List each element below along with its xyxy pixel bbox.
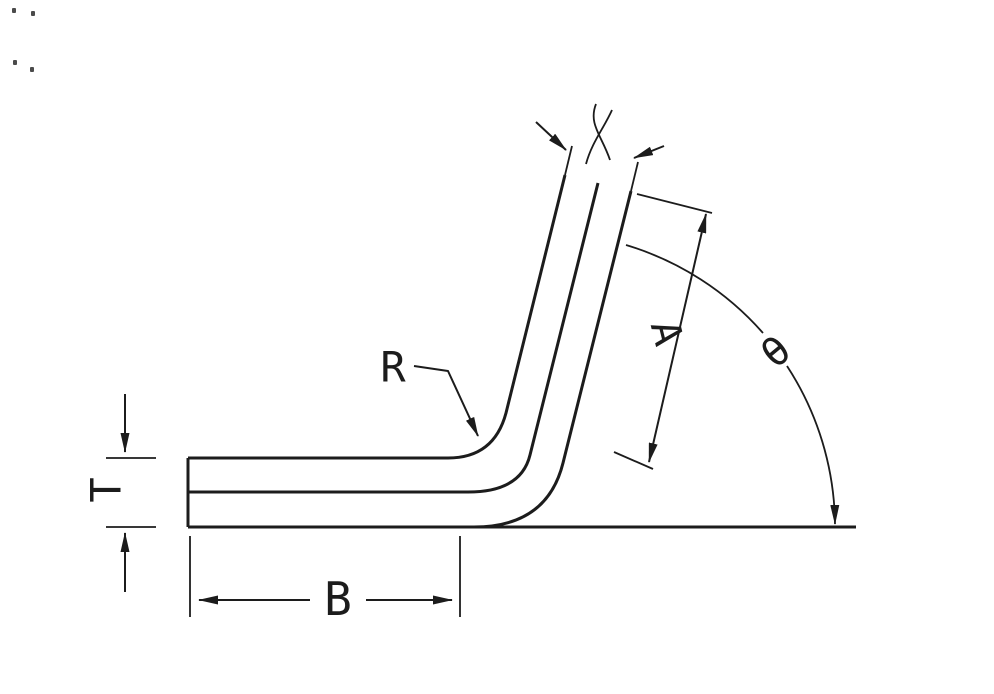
label-base-length: B — [324, 572, 352, 626]
part-outline — [186, 174, 856, 529]
bend-angle-dimension — [625, 244, 840, 525]
part-top-edge — [188, 174, 567, 460]
A-extension-top — [636, 193, 713, 214]
leg-length-dimension — [613, 193, 713, 470]
angle-arc-lower — [786, 365, 840, 525]
dimension-annotations — [106, 103, 840, 617]
label-bend-radius: R — [380, 343, 406, 392]
label-bend-angle: θ — [752, 327, 800, 378]
leg-thickness-ext-right — [630, 161, 639, 192]
break-squiggle-1 — [592, 103, 611, 161]
part-inner-edge — [473, 190, 633, 529]
angle-arc-upper — [625, 244, 764, 334]
leg-thickness-dimension — [535, 103, 665, 192]
break-squiggle-2 — [585, 109, 613, 165]
leg-thickness-arrow-right — [633, 145, 665, 159]
leg-thickness-arrow-left — [535, 121, 567, 151]
A-extension-bottom — [613, 451, 654, 470]
bend-radius-leader — [413, 365, 479, 437]
leg-thickness-ext-left — [564, 145, 573, 176]
label-thickness: T — [82, 477, 131, 502]
part-mid-line — [188, 182, 600, 494]
label-leg-length: A — [641, 316, 691, 351]
base-length-dimension — [189, 536, 461, 617]
A-dimension-line — [648, 213, 707, 463]
R-leader-line — [413, 365, 479, 437]
scan-artifacts — [12, 8, 35, 72]
thickness-dimension — [106, 394, 156, 592]
